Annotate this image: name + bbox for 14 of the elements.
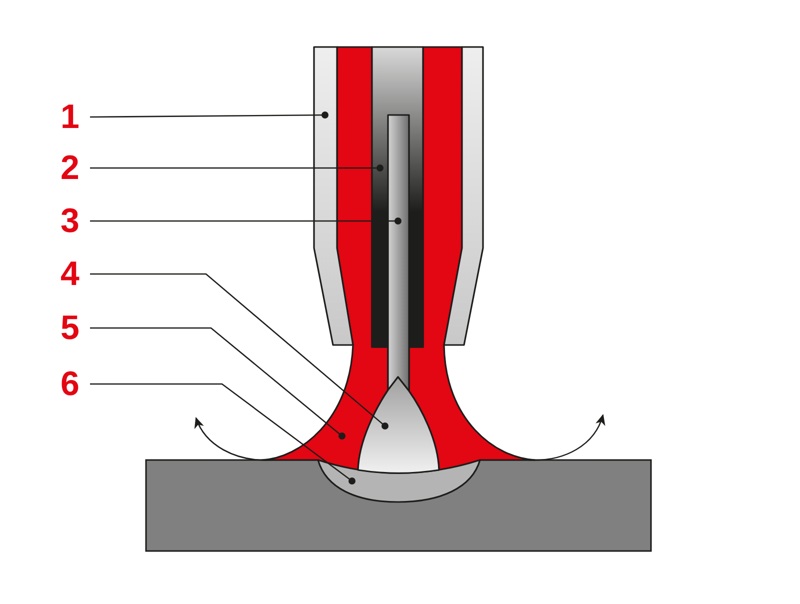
leader-line [90, 218, 402, 224]
weld-pool [317, 459, 481, 503]
callout-number: 6 [52, 364, 88, 404]
callout-number: 2 [52, 148, 88, 188]
shielding-gas [261, 46, 536, 471]
leader-line [90, 327, 346, 440]
callout-number: 4 [52, 254, 88, 294]
callout-number: 5 [52, 308, 88, 348]
leader-line [90, 164, 384, 172]
leader-line [90, 383, 356, 484]
leader-line [90, 112, 328, 118]
leader-line [90, 273, 388, 430]
callout-number: 1 [52, 97, 88, 137]
callout-number: 3 [52, 201, 88, 241]
